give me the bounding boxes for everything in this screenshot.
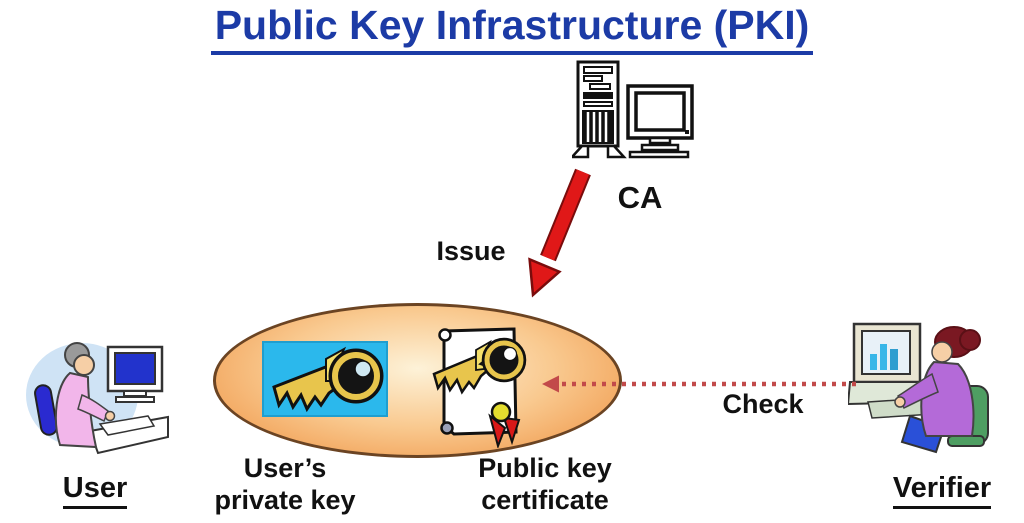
user-node-label: User: [40, 472, 150, 509]
issue-arrow-icon: [528, 168, 591, 298]
certificate-label: Public key certificate: [445, 452, 645, 516]
ca-server-computer-icon: [572, 60, 694, 159]
certificate-label-line1: Public key: [478, 453, 612, 483]
issue-edge-label: Issue: [436, 236, 506, 266]
verifier-at-computer-icon: [848, 322, 989, 454]
certificate-label-line2: certificate: [481, 485, 609, 515]
private-key-label-line2: private key: [214, 485, 356, 515]
private-key-label: User’s private key: [185, 452, 385, 516]
verifier-node-label-text: Verifier: [892, 472, 992, 509]
verifier-node-label: Verifier: [872, 472, 1012, 509]
ca-node-label: CA: [617, 180, 663, 215]
check-arrow-icon: [542, 375, 856, 393]
check-edge-label: Check: [722, 389, 804, 419]
private-key-tile: [262, 341, 388, 417]
private-key-label-line1: User’s: [243, 453, 327, 483]
user-node-label-text: User: [62, 472, 128, 509]
page-title-text: Public Key Infrastructure (PKI): [210, 2, 814, 55]
private-key-icon: [272, 346, 384, 413]
certificate-icon: [432, 327, 527, 448]
page-title: Public Key Infrastructure (PKI): [0, 2, 1024, 55]
user-at-computer-icon: [26, 342, 169, 455]
